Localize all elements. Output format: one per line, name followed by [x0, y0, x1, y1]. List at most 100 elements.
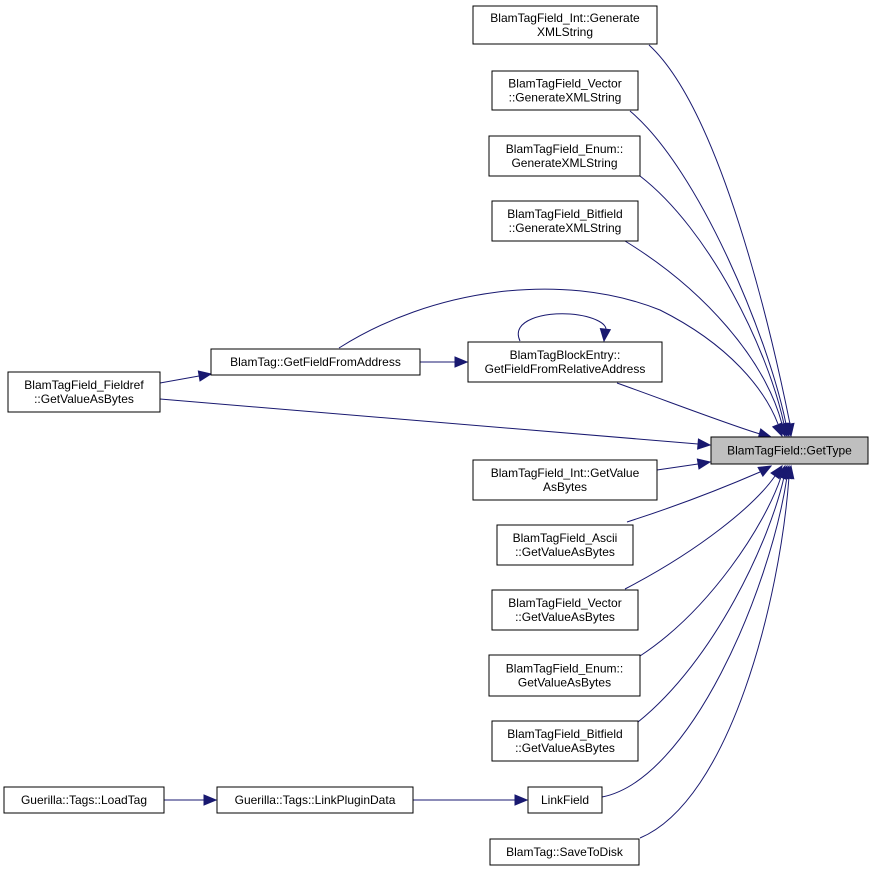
edge-line: [639, 476, 782, 657]
edge-int_get_bytes-to-get_type: [656, 458, 712, 471]
edge-blockentry_get_field-to-blockentry_get_field: [517, 313, 612, 343]
edge-bitfield_gen_xml-to-get_type: [624, 240, 787, 438]
arrowhead-icon: [599, 327, 612, 343]
edge-line: [159, 375, 200, 384]
node-box[interactable]: [496, 524, 634, 566]
node-label-line: BlamTagField_Enum::: [506, 142, 623, 156]
node-label-line: BlamTag::SaveToDisk: [506, 845, 624, 859]
node-bitfield_gen_xml[interactable]: BlamTagField_Bitfield::GenerateXMLString: [491, 200, 639, 242]
node-label-line: GetValueAsBytes: [518, 676, 611, 690]
node-blamtag_get_field[interactable]: BlamTag::GetFieldFromAddress: [210, 348, 421, 376]
node-box[interactable]: [491, 589, 639, 631]
node-box[interactable]: [710, 436, 869, 465]
node-label-line: BlamTagField_Int::Generate: [490, 11, 640, 25]
node-box[interactable]: [216, 786, 414, 814]
edge-fieldref_get_bytes-to-get_type: [159, 398, 712, 450]
node-fieldref_get_bytes[interactable]: BlamTagField_Fieldref::GetValueAsBytes: [7, 371, 161, 413]
node-label-line: ::GetValueAsBytes: [515, 545, 615, 559]
node-bitfield_get_bytes[interactable]: BlamTagField_Bitfield::GetValueAsBytes: [491, 720, 639, 762]
arrowhead-icon: [783, 464, 795, 480]
node-label-line: ::GenerateXMLString: [509, 221, 622, 235]
edge-line: [639, 175, 785, 425]
node-box[interactable]: [527, 786, 603, 814]
edge-blamtag_get_field-to-get_type: [338, 288, 783, 438]
node-ascii_get_bytes[interactable]: BlamTagField_Ascii::GetValueAsBytes: [496, 524, 634, 566]
arrowhead-icon: [514, 794, 529, 806]
edge-enum_gen_xml-to-get_type: [639, 175, 789, 438]
node-link_field[interactable]: LinkField: [527, 786, 603, 814]
node-vector_get_bytes[interactable]: BlamTagField_Vector::GetValueAsBytes: [491, 589, 639, 631]
edge-link_plugin_data-to-link_field: [413, 794, 529, 806]
node-label-line: AsBytes: [543, 480, 587, 494]
edge-line: [517, 313, 607, 342]
edge-line: [639, 476, 790, 839]
node-label-line: ::GetValueAsBytes: [34, 392, 134, 406]
nodes-layer: BlamTagField_Int::GenerateXMLStringBlamT…: [3, 5, 869, 866]
arrowhead-icon: [771, 422, 783, 438]
edge-line: [338, 288, 779, 425]
arrowhead-icon: [203, 794, 218, 806]
edge-blockentry_get_field-to-get_type: [616, 382, 773, 440]
node-int_get_bytes[interactable]: BlamTagField_Int::GetValueAsBytes: [472, 459, 658, 501]
edge-fieldref_get_bytes-to-blamtag_get_field: [159, 370, 213, 384]
node-get_type[interactable]: BlamTagField::GetType: [710, 436, 869, 465]
edge-line: [616, 382, 761, 435]
node-box[interactable]: [7, 371, 161, 413]
edge-line: [637, 476, 785, 723]
arrowhead-icon: [697, 438, 712, 450]
node-box[interactable]: [210, 348, 421, 376]
arrowhead-icon: [454, 356, 469, 368]
node-label-line: BlamTag::GetFieldFromAddress: [230, 355, 401, 369]
node-label-line: GenerateXMLString: [511, 156, 617, 170]
node-save_to_disk[interactable]: BlamTag::SaveToDisk: [489, 838, 640, 866]
edge-line: [656, 463, 699, 471]
node-enum_gen_xml[interactable]: BlamTagField_Enum::GenerateXMLString: [488, 135, 641, 177]
node-box[interactable]: [3, 786, 165, 814]
arrowhead-icon: [197, 370, 213, 382]
edge-load_tag-to-link_plugin_data: [164, 794, 218, 806]
node-label-line: Guerilla::Tags::LoadTag: [21, 793, 147, 807]
node-label-line: BlamTagBlockEntry::: [510, 348, 621, 362]
edge-line: [629, 110, 787, 425]
node-box[interactable]: [491, 200, 639, 242]
node-label-line: XMLString: [537, 25, 593, 39]
arrowhead-icon: [696, 458, 712, 470]
edge-line: [626, 471, 761, 523]
node-box[interactable]: [467, 341, 663, 383]
node-link_plugin_data[interactable]: Guerilla::Tags::LinkPluginData: [216, 786, 414, 814]
edge-int_gen_xml-to-get_type: [648, 44, 795, 438]
node-label-line: Guerilla::Tags::LinkPluginData: [235, 793, 396, 807]
edge-line: [648, 44, 791, 425]
edge-line: [624, 475, 776, 590]
node-box[interactable]: [491, 720, 639, 762]
arrowhead-icon: [757, 465, 773, 478]
node-label-line: GetFieldFromRelativeAddress: [485, 362, 646, 376]
node-enum_get_bytes[interactable]: BlamTagField_Enum::GetValueAsBytes: [488, 654, 641, 697]
node-box[interactable]: [491, 70, 639, 111]
node-label-line: BlamTagField_Vector: [508, 596, 621, 610]
edge-save_to_disk-to-get_type: [639, 464, 795, 839]
edge-ascii_get_bytes-to-get_type: [626, 465, 773, 523]
node-box[interactable]: [472, 459, 658, 501]
node-label-line: BlamTagField_Int::GetValue: [491, 466, 640, 480]
edge-vector_gen_xml-to-get_type: [629, 110, 791, 438]
edge-line: [601, 476, 788, 798]
node-label-line: BlamTagField_Bitfield: [507, 727, 622, 741]
edges-layer: [159, 44, 795, 839]
node-label-line: BlamTagField_Fieldref: [24, 378, 144, 392]
node-blockentry_get_field[interactable]: BlamTagBlockEntry::GetFieldFromRelativeA…: [467, 341, 663, 383]
node-box[interactable]: [489, 838, 640, 866]
node-label-line: LinkField: [541, 793, 589, 807]
edge-line: [159, 398, 699, 445]
node-label-line: BlamTagField_Bitfield: [507, 207, 622, 221]
edge-line: [624, 240, 783, 425]
node-label-line: BlamTagField_Enum::: [506, 662, 623, 676]
node-vector_gen_xml[interactable]: BlamTagField_Vector::GenerateXMLString: [491, 70, 639, 111]
node-box[interactable]: [472, 5, 658, 45]
node-label-line: ::GetValueAsBytes: [515, 610, 615, 624]
node-box[interactable]: [488, 654, 641, 697]
node-int_gen_xml[interactable]: BlamTagField_Int::GenerateXMLString: [472, 5, 658, 45]
node-box[interactable]: [488, 135, 641, 177]
node-load_tag[interactable]: Guerilla::Tags::LoadTag: [3, 786, 165, 814]
node-label-line: BlamTagField::GetType: [727, 444, 852, 458]
